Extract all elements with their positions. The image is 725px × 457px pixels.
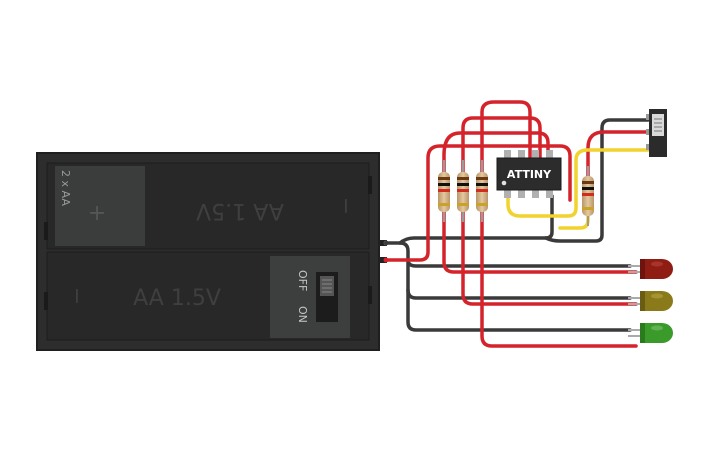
resistor-3[interactable] — [476, 160, 488, 222]
wire-pin-green-led[interactable] — [480, 100, 532, 188]
wire-led-green[interactable] — [480, 210, 638, 348]
wire-pin-yellow-led[interactable] — [461, 116, 542, 188]
wire-pin-red-led[interactable] — [442, 131, 550, 188]
wire-led-yellow[interactable] — [461, 210, 638, 306]
attiny-chip[interactable]: ATTINY — [496, 150, 562, 198]
wire-ground-led-green[interactable] — [406, 288, 632, 332]
wire-pullup[interactable] — [586, 130, 650, 182]
chip-label: ATTINY — [507, 168, 552, 181]
battery-power-switch[interactable]: OFF ON — [270, 256, 350, 338]
switch-off-label: OFF — [296, 270, 309, 291]
green-led[interactable] — [628, 323, 673, 343]
red-led[interactable] — [628, 259, 673, 279]
battery-positive-terminal — [379, 257, 387, 263]
battery-contact-plate — [55, 166, 145, 246]
wire-ground-main[interactable] — [384, 241, 632, 268]
cell-bottom-label: AA 1.5V — [133, 286, 221, 311]
resistor-1[interactable] — [438, 160, 450, 222]
wire-led-red[interactable] — [442, 210, 638, 274]
resistor-2[interactable] — [457, 160, 469, 222]
battery-negative-terminal — [379, 240, 387, 246]
switch-on-label: ON — [296, 306, 309, 323]
slide-switch[interactable] — [646, 109, 667, 157]
wire-switch-signal[interactable] — [506, 148, 650, 218]
battery-pack[interactable]: 2 x AA + AA 1.5V − − AA 1.5V OFF ON — [36, 152, 380, 351]
battery-pack-label: 2 x AA — [59, 170, 72, 206]
yellow-led[interactable] — [628, 291, 673, 311]
chip-pin1-dot — [501, 180, 507, 186]
wire-ground-switch[interactable] — [544, 118, 650, 243]
wire-power[interactable] — [384, 144, 572, 262]
cell-top-minus: − — [333, 197, 358, 215]
cell-top-plus: + — [88, 200, 106, 225]
cell-bottom-minus: − — [64, 287, 89, 305]
resistor-pullup[interactable] — [582, 166, 594, 226]
cell-top-label: AA 1.5V — [196, 198, 284, 223]
